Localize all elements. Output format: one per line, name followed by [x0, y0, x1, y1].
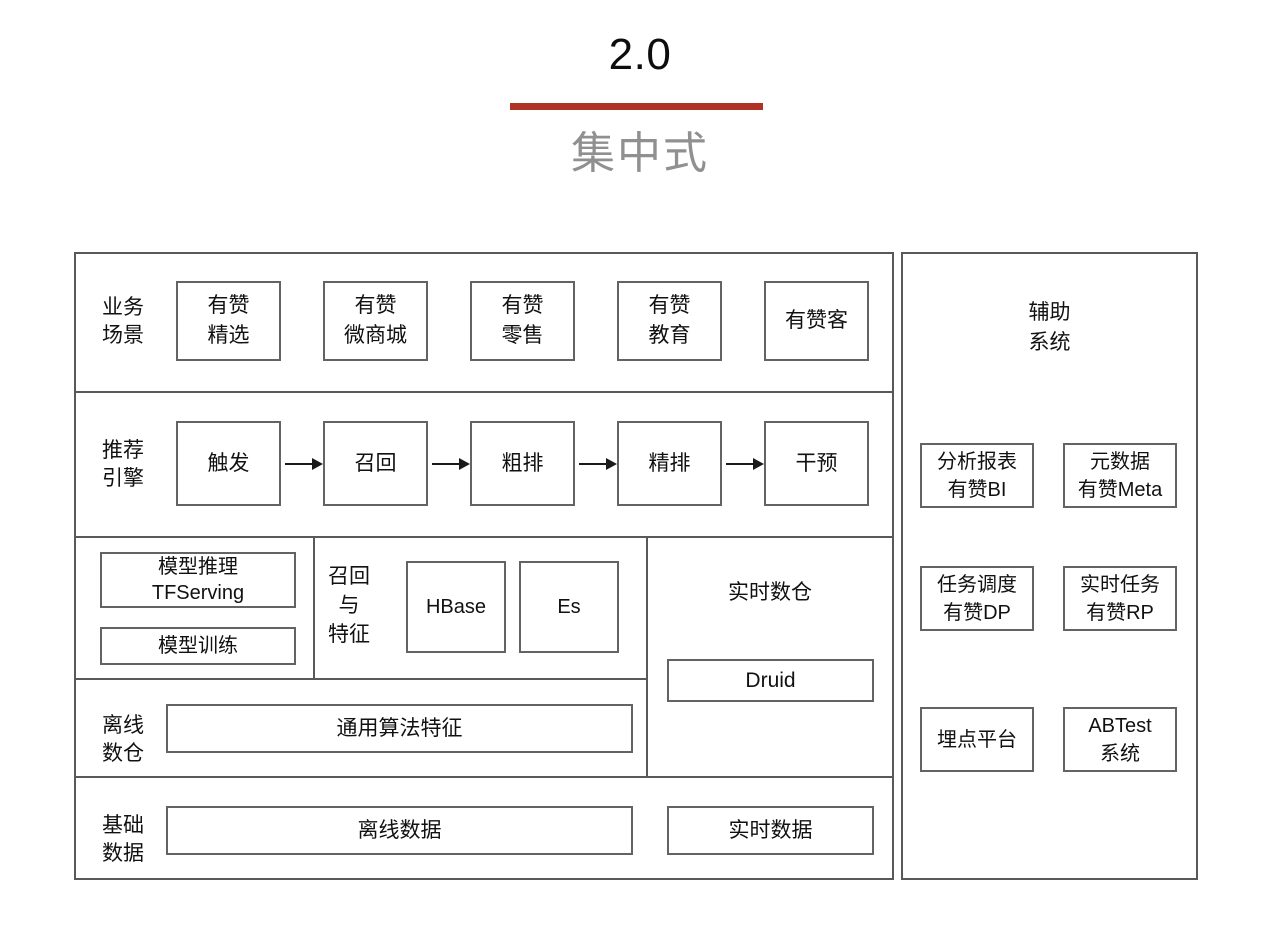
divider-left-realtime-warehouse — [646, 536, 648, 776]
arrow-coarse-rank-to-fine-rank — [579, 458, 617, 470]
node-tracking-platform[interactable]: 埋点平台 — [920, 707, 1034, 772]
row-label-recommendation-engine: 推荐 引擎 — [102, 439, 144, 490]
node-model-training[interactable]: 模型训练 — [100, 627, 296, 665]
node-trigger[interactable]: 触发 — [176, 421, 281, 506]
divider-offline-base — [74, 776, 894, 778]
node-intervene[interactable]: 干预 — [764, 421, 869, 506]
slide-header: 2.0 集中式 — [0, 0, 1280, 215]
divider-business-recommendation — [74, 391, 894, 393]
title-divider — [510, 103, 763, 110]
page-subtitle: 集中式 — [571, 129, 709, 178]
node-task-scheduler[interactable]: 任务调度 有赞DP — [920, 566, 1034, 631]
group-label-recall-feature: 召回 与 特征 — [328, 565, 370, 646]
node-metadata[interactable]: 元数据 有赞Meta — [1063, 443, 1177, 508]
node-recall[interactable]: 召回 — [323, 421, 428, 506]
node-hbase[interactable]: HBase — [406, 561, 506, 653]
divider-model-recall — [313, 536, 315, 678]
node-druid[interactable]: Druid — [667, 659, 874, 702]
node-offline-data[interactable]: 离线数据 — [166, 806, 633, 855]
arrow-recall-to-coarse-rank — [432, 458, 470, 470]
node-es[interactable]: Es — [519, 561, 619, 653]
node-model-inference[interactable]: 模型推理 TFServing — [100, 552, 296, 608]
row-label-offline-warehouse: 离线 数仓 — [102, 714, 144, 765]
node-analysis-report[interactable]: 分析报表 有赞BI — [920, 443, 1034, 508]
arrow-fine-rank-to-intervene — [726, 458, 764, 470]
heading-realtime-warehouse: 实时数仓 — [728, 581, 812, 604]
node-general-algo-feature[interactable]: 通用算法特征 — [166, 704, 633, 753]
node-youzan-jingxuan[interactable]: 有赞 精选 — [176, 281, 281, 361]
node-youzan-ke[interactable]: 有赞客 — [764, 281, 869, 361]
node-abtest-system[interactable]: ABTest 系统 — [1063, 707, 1177, 772]
node-coarse-rank[interactable]: 粗排 — [470, 421, 575, 506]
page-title: 2.0 — [608, 30, 672, 79]
node-realtime-task[interactable]: 实时任务 有赞RP — [1063, 566, 1177, 631]
node-youzan-weishangcheng[interactable]: 有赞 微商城 — [323, 281, 428, 361]
heading-support-systems: 辅助 系统 — [1028, 301, 1071, 354]
row-label-base-data: 基础 数据 — [102, 814, 144, 865]
node-youzan-jiaoyu[interactable]: 有赞 教育 — [617, 281, 722, 361]
node-youzan-lingshou[interactable]: 有赞 零售 — [470, 281, 575, 361]
node-realtime-data[interactable]: 实时数据 — [667, 806, 874, 855]
divider-recommendation-model — [74, 536, 894, 538]
arrow-trigger-to-recall — [285, 458, 323, 470]
divider-model-offline — [74, 678, 646, 680]
node-fine-rank[interactable]: 精排 — [617, 421, 722, 506]
row-label-business-scenarios: 业务 场景 — [102, 296, 144, 347]
